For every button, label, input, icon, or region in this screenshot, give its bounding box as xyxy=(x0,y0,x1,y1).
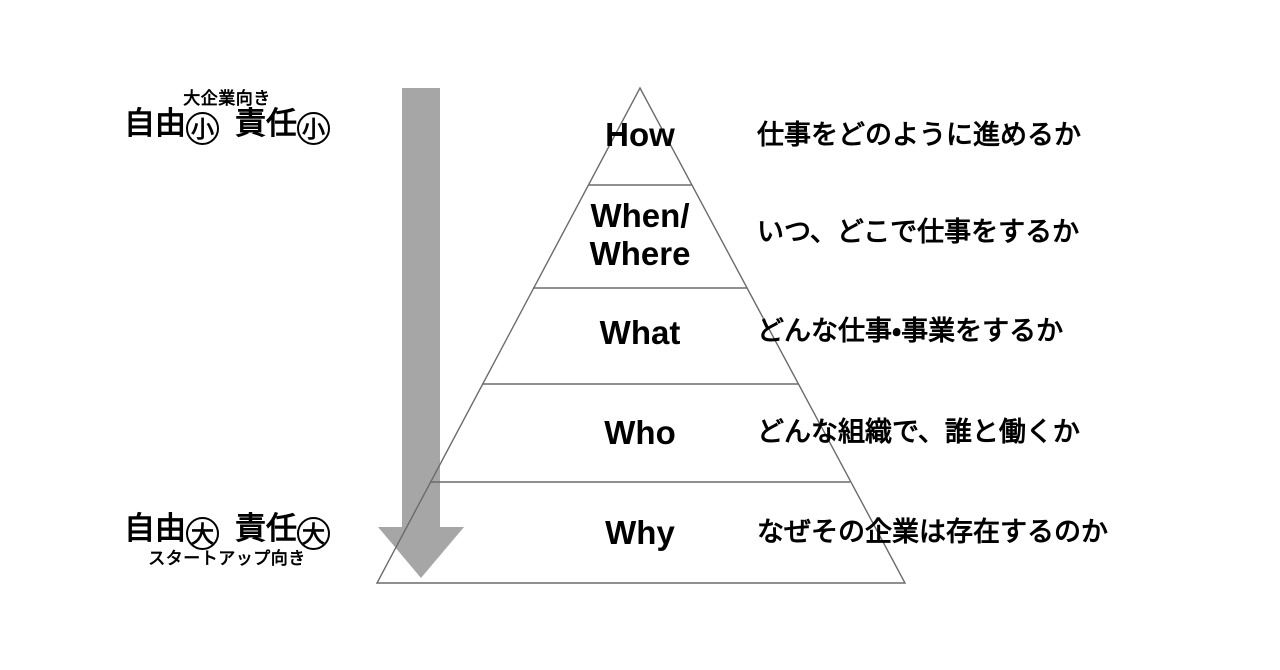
responsibility-label-top: 責任 xyxy=(235,106,297,141)
side-note-bottom-values: 自由大責任大 xyxy=(96,513,358,550)
side-note-bottom-caption: スタートアップ向き xyxy=(148,549,306,568)
downward-arrow-icon xyxy=(378,88,464,578)
responsibility-label-bottom: 責任 xyxy=(235,511,297,546)
tier-label-what: What xyxy=(599,314,681,352)
tier-label-how: How xyxy=(605,116,675,154)
freedom-pair-top: 自由小 xyxy=(124,108,219,145)
tier-description-why: なぜその企業は存在するのか xyxy=(757,516,1108,547)
responsibility-value-top: 小 xyxy=(297,112,330,145)
responsibility-pair-bottom: 責任大 xyxy=(235,513,330,550)
tier-label-when-where: When/ Where xyxy=(589,197,691,272)
side-note-bottom: 自由大責任大 スタートアップ向き xyxy=(96,512,358,567)
freedom-value-top: 小 xyxy=(186,112,219,145)
tier-description-when-where: いつ、どこで仕事をするか xyxy=(757,216,1080,247)
side-note-top-caption: 大企業向き xyxy=(183,89,271,108)
side-note-top-values: 自由小責任小 xyxy=(96,108,358,145)
pyramid-outline xyxy=(375,86,907,584)
tier-label-who: Who xyxy=(604,414,676,452)
freedom-pair-bottom: 自由大 xyxy=(124,513,219,550)
responsibility-pair-top: 責任小 xyxy=(235,108,330,145)
side-note-top: 大企業向き 自由小責任小 xyxy=(96,90,358,145)
freedom-label-bottom: 自由 xyxy=(124,511,186,546)
tier-description-who: どんな組織で、誰と働くか xyxy=(757,416,1080,447)
responsibility-value-bottom: 大 xyxy=(297,517,330,550)
freedom-label-top: 自由 xyxy=(124,106,186,141)
freedom-value-bottom: 大 xyxy=(186,517,219,550)
tier-label-why: Why xyxy=(605,514,675,552)
tier-description-what: どんな仕事・事業をするか xyxy=(757,315,1064,346)
tier-description-how: 仕事をどのように進めるか xyxy=(757,119,1081,150)
